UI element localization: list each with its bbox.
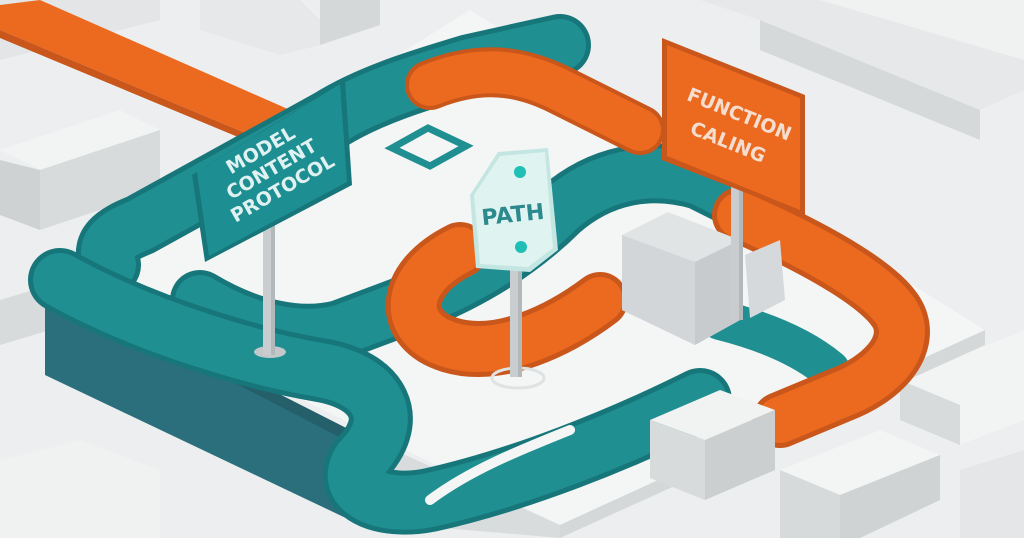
road-orange-top-left bbox=[0, 0, 290, 135]
sign-path: PATH bbox=[470, 148, 558, 390]
foreground-blocks bbox=[650, 390, 775, 500]
center-block bbox=[622, 212, 785, 345]
sign-model-content-protocol: MODEL CONTENT PROTOCOL bbox=[192, 80, 352, 358]
square-marker bbox=[384, 124, 474, 170]
sign-function-calling: FUNCTION CALING bbox=[662, 38, 805, 320]
orange-track bbox=[385, 47, 930, 448]
